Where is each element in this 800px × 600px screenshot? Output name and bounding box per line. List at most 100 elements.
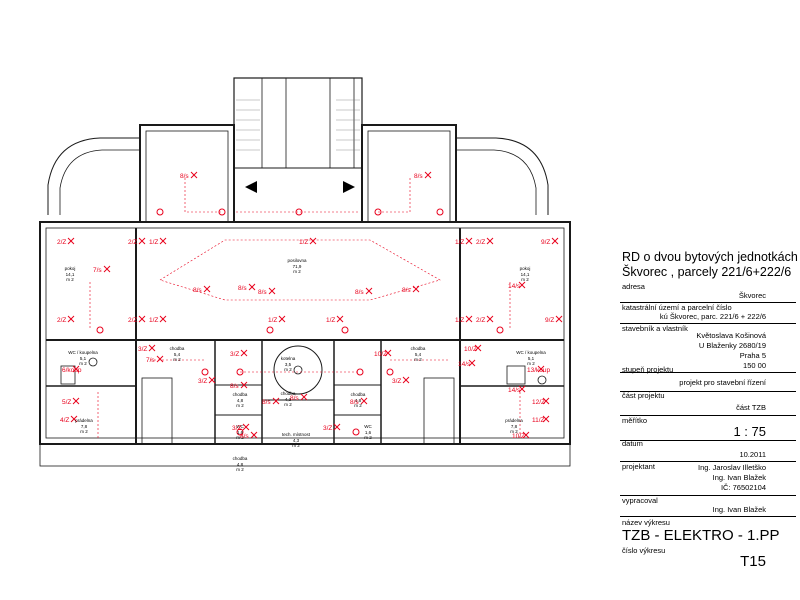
socket-symbol [236,368,244,376]
circuit-label: 14/s [508,387,521,394]
circuit-label: 3/Z [232,425,241,432]
projektant-line: Ing. Ivan Blažek [712,473,766,482]
circuit-label: 7/s [93,267,102,274]
circuit-label: 2/Z [476,239,485,246]
project-title: RD o dvou bytových jednotkách Škvorec , … [622,250,798,280]
circuit-label: 12/Z [532,399,545,406]
datum-label: datum [622,439,643,448]
circuit-label: 3/Z [230,351,239,358]
fixture-symbol [551,237,559,245]
fixture-symbol [412,285,420,293]
circuit-label: 8/s [230,383,239,390]
electrical-symbols [67,171,563,439]
circuit-label: 8/s [290,395,299,402]
direction-arrows [245,181,355,193]
fixture-symbol [309,237,317,245]
fixture-symbol [159,315,167,323]
fixture-symbol [156,355,164,363]
divider [620,516,796,517]
socket-symbol [266,326,274,334]
fixture-symbol [333,423,341,431]
stavebnik-label: stavebník a vlastník [622,324,688,333]
fixture-symbol [518,385,526,393]
circuit-label: 5/Z [62,399,71,406]
circuit-label: 10/Z [464,346,477,353]
stupen-value: projekt pro stavební řízení [679,378,766,387]
fixture-symbol [542,397,550,405]
divider [620,461,796,462]
fixture-symbol [272,397,280,405]
fixture-symbol [365,287,373,295]
circuit-label: 8/s [193,287,202,294]
fixture-symbol [268,287,276,295]
circuit-label: 9/Z [541,239,550,246]
circuit-label: 3/Z [198,378,207,385]
circuit-label: 1/Z [455,317,464,324]
fixture-symbol [278,315,286,323]
fixture-symbol [70,415,78,423]
fixture-symbol [240,349,248,357]
stavebnik-line: U Blaženky 2680/19 [698,341,766,350]
fixture-symbol [203,285,211,293]
circuit-label: 1/Z [149,317,158,324]
circuit-label: 2/Z [57,239,66,246]
fixture-symbol [208,376,216,384]
katastr-value: kú Škvorec, parc. 221/6 + 222/6 [659,312,766,321]
projektant-line: Ing. Jaroslav Illetško [698,463,766,472]
socket-symbol [201,368,209,376]
fixture-symbol [138,237,146,245]
circuit-label: 8/s [355,289,364,296]
fixture-symbol [486,315,494,323]
circuit-label: 2/Z [128,317,137,324]
fixture-symbol [518,281,526,289]
divider [620,440,796,441]
meritko-value: 1 : 75 [733,424,766,439]
drawing-number: T15 [740,553,766,570]
fixture-symbol [384,349,392,357]
socket-symbol [156,208,164,216]
fixture-symbol [72,365,80,373]
project-title-line1: RD o dvou bytových jednotkách [622,250,798,264]
divider [620,495,796,496]
circuit-label: 2/Z [57,317,66,324]
circuit-label: 10/Z [374,351,387,358]
stavebnik-line: Praha 5 [739,351,766,360]
fixture-symbol [67,237,75,245]
circuit-label: 8/s [402,287,411,294]
fixture-symbol [103,265,111,273]
socket-symbol [352,428,360,436]
fixture-symbol [148,344,156,352]
divider [620,415,796,416]
fixture-symbol [138,315,146,323]
socket-symbol [496,326,504,334]
circuit-label: 1/Z [299,239,308,246]
socket-symbol [96,326,104,334]
fixture-symbol [336,315,344,323]
circuit-label: 10/Z [512,433,525,440]
cast-value: část TZB [736,403,766,412]
katastr-label: katastrální území a parcelní číslo [622,303,732,312]
fixture-symbol [486,237,494,245]
circuit-label: 14/s [458,361,471,368]
fixture-symbol [468,359,476,367]
circuit-label: 9/Z [545,317,554,324]
fixture-symbol [424,171,432,179]
datum-value: 10.2011 [739,450,766,459]
stavebnik-line: 150 00 [743,361,766,370]
fixture-symbol [474,344,482,352]
socket-symbol [236,428,244,436]
